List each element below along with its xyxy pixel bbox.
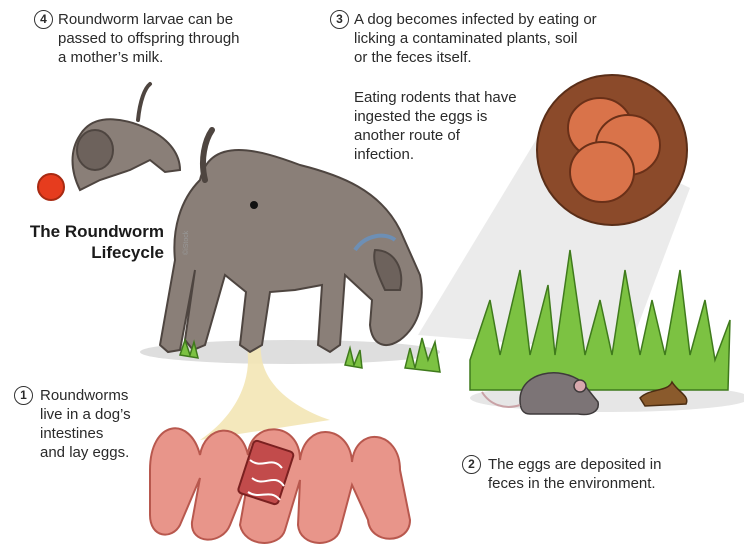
diagram-title: The Roundworm Lifecycle (12, 221, 164, 263)
step-number-4: 4 (34, 10, 53, 29)
puppy-icon (73, 84, 181, 190)
step-4-line-2: passed to offspring through (34, 29, 294, 48)
step-1-line-2: live in a dog’s (14, 405, 164, 424)
dog-anus (250, 201, 258, 209)
note-line-2: ingested the eggs is (354, 107, 544, 126)
step-number-1: 1 (14, 386, 33, 405)
step-1-line-4: and lay eggs. (14, 443, 164, 462)
step-3-line-3: or the feces itself. (330, 48, 690, 67)
step-2-line-1: The eggs are deposited in (462, 455, 722, 474)
step-3-line-1: A dog becomes infected by eating or (330, 10, 690, 29)
watermark: ©iStock (182, 230, 190, 255)
step-2: 2 The eggs are deposited in feces in the… (462, 455, 722, 493)
note-line-4: infection. (354, 145, 544, 164)
step-4-line-3: a mother’s milk. (34, 48, 294, 67)
note-line-1: Eating rodents that have (354, 88, 544, 107)
step-4: 4 Roundworm larvae can be passed to offs… (34, 10, 294, 67)
step-1-line-3: intestines (14, 424, 164, 443)
step-1-line-1: Roundworms (14, 386, 164, 405)
step-2-line-2: feces in the environment. (462, 474, 722, 493)
title-line-1: The Roundworm (12, 221, 164, 242)
ball-icon (38, 174, 64, 200)
step-3: 3 A dog becomes infected by eating or li… (330, 10, 690, 67)
rodent-note: Eating rodents that have ingested the eg… (354, 88, 544, 164)
step-3-line-2: licking a contaminated plants, soil (330, 29, 690, 48)
step-4-line-1: Roundworm larvae can be (34, 10, 294, 29)
title-line-2: Lifecycle (12, 242, 164, 263)
step-1: 1 Roundworms live in a dog’s intestines … (14, 386, 164, 462)
step-number-3: 3 (330, 10, 349, 29)
note-line-3: another route of (354, 126, 544, 145)
step-number-2: 2 (462, 455, 481, 474)
